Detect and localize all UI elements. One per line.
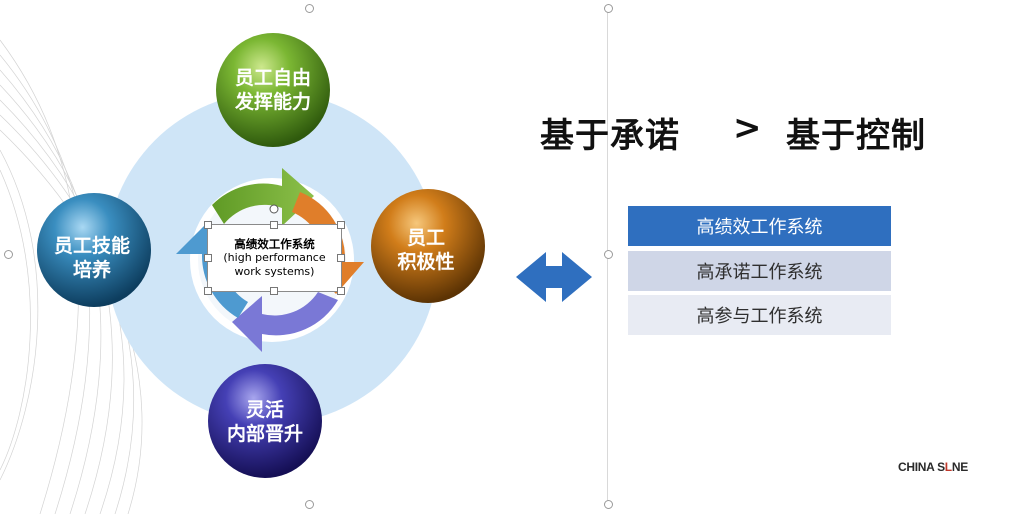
resize-handle[interactable] <box>337 254 345 262</box>
table-row: 高参与工作系统 <box>628 295 891 335</box>
heading-separator: > <box>733 108 763 148</box>
resize-handle[interactable] <box>204 221 212 229</box>
ball-left-line-2: 培养 <box>73 258 111 281</box>
ball-right-line-1: 员工 <box>407 227 445 249</box>
resize-handle[interactable] <box>337 287 345 295</box>
ball-top <box>216 33 330 147</box>
ball-bottom-line-2: 内部晋升 <box>227 422 303 445</box>
ball-right-line-2: 积极性 <box>397 250 454 273</box>
ball-bottom <box>208 364 322 478</box>
ball-top-line-2: 发挥能力 <box>234 90 311 113</box>
ball-bottom-line-1: 灵活 <box>246 398 284 421</box>
table-row: 高承诺工作系统 <box>628 251 891 291</box>
logo-text-1: CHINA S <box>898 460 945 474</box>
resize-handle[interactable] <box>270 287 278 295</box>
center-textbox[interactable]: 高绩效工作系统 (high performance work systems) <box>207 224 342 292</box>
selection-dot[interactable] <box>305 500 314 509</box>
resize-handle[interactable] <box>270 221 278 229</box>
table-row: 高绩效工作系统 <box>628 206 891 246</box>
ball-left-line-1: 员工技能 <box>54 234 130 257</box>
logo-mark: L <box>944 460 952 474</box>
selection-dot[interactable] <box>604 4 613 13</box>
logo-text-2: NE <box>951 460 968 474</box>
center-title: 高绩效工作系统 <box>234 237 315 251</box>
heading-control: 基于控制 <box>786 116 926 156</box>
cycle-arrow-purple <box>232 292 338 352</box>
ball-right <box>371 189 485 303</box>
resize-handle[interactable] <box>337 221 345 229</box>
selection-dot[interactable] <box>604 250 613 259</box>
selection-dot[interactable] <box>604 500 613 509</box>
heading-commitment: 基于承诺 <box>540 116 680 156</box>
center-subtitle-line-1: (high performance <box>223 251 326 264</box>
ball-top-line-1: 员工自由 <box>235 66 311 89</box>
center-subtitle-line-2: work systems) <box>234 265 315 278</box>
rotate-handle-icon[interactable] <box>269 204 279 214</box>
resize-handle[interactable] <box>204 254 212 262</box>
selection-dot[interactable] <box>4 250 13 259</box>
china-stone-logo: CHINA SLNE <box>898 460 968 474</box>
selection-dot[interactable] <box>305 4 314 13</box>
ball-left <box>37 193 151 307</box>
resize-handle[interactable] <box>204 287 212 295</box>
cycle-arrow-green <box>212 168 314 226</box>
double-arrow-icon <box>516 252 592 302</box>
